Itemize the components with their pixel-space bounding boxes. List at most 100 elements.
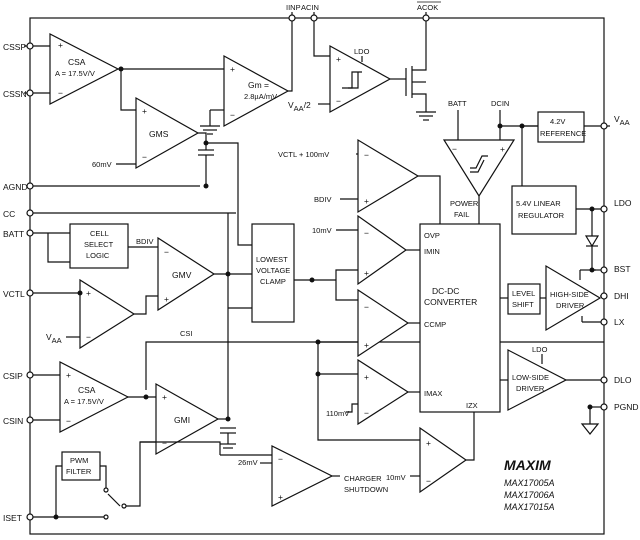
svg-text:−: − xyxy=(364,228,369,238)
label-ldo-lowside: LDO xyxy=(532,345,548,354)
svg-text:+: + xyxy=(58,40,63,50)
svg-text:HIGH-SIDE: HIGH-SIDE xyxy=(550,290,589,299)
svg-text:DRIVER: DRIVER xyxy=(556,301,585,310)
svg-text:−: − xyxy=(66,416,71,426)
svg-text:+: + xyxy=(364,340,369,350)
svg-text:+: + xyxy=(164,294,169,304)
svg-text:+: + xyxy=(162,392,167,402)
pin-acin-label: ACIN xyxy=(301,3,319,12)
lowest-voltage-clamp-block: LOWEST VOLTAGE CLAMP xyxy=(251,223,295,323)
capacitor-gmi xyxy=(220,427,236,449)
ovp-comparator: − + xyxy=(357,138,420,214)
port-ovp: OVP xyxy=(424,231,440,240)
svg-text:+: + xyxy=(230,64,235,74)
svg-text:CONVERTER: CONVERTER xyxy=(424,297,477,307)
imin-comparator: − + xyxy=(357,214,408,286)
csa-bottom-amplifier: + − CSA A = 17.5V/V xyxy=(59,361,130,433)
svg-text:CSA: CSA xyxy=(78,385,96,395)
svg-text:−: − xyxy=(452,144,457,154)
svg-text:+: + xyxy=(66,370,71,380)
dcdc-converter-block: DC-DC CONVERTER OVP IMIN CCMP IMAX IZX xyxy=(419,223,501,413)
capacitor-gms xyxy=(198,149,214,186)
pin-pgnd-label: PGND xyxy=(614,402,639,412)
pin-csin-label: CSIN xyxy=(3,416,23,426)
ccmp-amplifier: − + xyxy=(357,288,410,358)
pgnd-ground xyxy=(580,423,600,435)
csa-top-amplifier: + − CSA A = 17.5V/V xyxy=(49,33,120,105)
svg-text:−: − xyxy=(58,88,63,98)
pin-dhi-label: DHI xyxy=(614,291,629,301)
svg-text:CLAMP: CLAMP xyxy=(260,277,286,286)
charger-shutdown-line1: CHARGER xyxy=(344,474,382,483)
pin-batt-top: BATT xyxy=(448,99,467,136)
svg-text:+: + xyxy=(364,372,369,382)
svg-text:SELECT: SELECT xyxy=(84,240,114,249)
svg-text:LOGIC: LOGIC xyxy=(86,251,110,260)
label-vctl-100mv: VCTL + 100mV xyxy=(278,150,329,159)
gmv-amplifier: − + GMV xyxy=(157,236,216,312)
svg-text:−: − xyxy=(364,302,369,312)
part-number-1: MAX17005A xyxy=(504,478,555,488)
svg-text:LOWEST: LOWEST xyxy=(256,255,288,264)
pin-vaa-right: VAA xyxy=(584,114,630,130)
pin-lx-label: LX xyxy=(614,317,625,327)
gm-top-value: 2.8µA/mV xyxy=(244,92,277,101)
pin-batt-label: BATT xyxy=(3,229,24,239)
svg-text:−: − xyxy=(162,438,167,448)
imax-comparator: + − xyxy=(357,358,410,426)
csa-top-gain: A = 17.5V/V xyxy=(55,69,95,78)
svg-text:DC-DC: DC-DC xyxy=(432,286,459,296)
port-imax: IMAX xyxy=(424,389,442,398)
gm-top-label: Gm = xyxy=(248,80,269,90)
svg-text:4.2V: 4.2V xyxy=(550,117,565,126)
pin-dlo-label: DLO xyxy=(614,375,632,385)
pin-bst-label: BST xyxy=(614,264,631,274)
ic-outline xyxy=(29,17,605,535)
svg-text:−: − xyxy=(86,332,91,342)
pin-cssn-label: CSSN xyxy=(3,89,27,99)
gms-amplifier: + − GMS xyxy=(135,96,200,170)
vaa-left-label: VAA xyxy=(46,332,62,345)
pin-agnd-label: AGND xyxy=(3,182,28,192)
csa-top-title: CSA xyxy=(68,57,86,67)
svg-text:−: − xyxy=(278,454,283,464)
gm-top-amplifier: + − Gm = 2.8µA/mV xyxy=(223,54,290,128)
svg-text:REFERENCE: REFERENCE xyxy=(540,129,586,138)
port-imin: IMIN xyxy=(424,247,440,256)
pin-csin: CSIN xyxy=(3,416,60,426)
pin-iinp-label: IINP xyxy=(286,3,301,12)
svg-text:DRIVER: DRIVER xyxy=(516,384,545,393)
svg-text:−: − xyxy=(364,150,369,160)
svg-text:+: + xyxy=(336,54,341,64)
power-fail-comparator: − + xyxy=(442,139,516,198)
vaa-half-label: VAA/2 xyxy=(288,100,311,113)
label-bdiv2: BDIV xyxy=(314,195,332,204)
pin-vctl: VCTL xyxy=(3,289,80,299)
svg-text:SHIFT: SHIFT xyxy=(512,300,534,309)
charger-shutdown-comparator: − + xyxy=(271,445,334,507)
svg-text:CELL: CELL xyxy=(90,229,109,238)
pin-dlo: DLO xyxy=(566,375,632,385)
label-10mv-a: 10mV xyxy=(312,226,332,235)
pin-csip: CSIP xyxy=(3,371,60,381)
port-izx: IZX xyxy=(466,401,478,410)
svg-text:A = 17.5V/V: A = 17.5V/V xyxy=(64,397,104,406)
svg-text:−: − xyxy=(142,152,147,162)
pwm-filter-block: PWM FILTER xyxy=(61,451,101,481)
acin-comparator: + − xyxy=(329,44,392,114)
gmi-amplifier: + − GMI xyxy=(155,382,220,456)
pin-batt-top-label: BATT xyxy=(448,99,467,108)
label-bdiv: BDIV xyxy=(136,237,154,246)
gmv-label: GMV xyxy=(172,270,192,280)
pin-cssp-label: CSSP xyxy=(3,42,26,52)
svg-text:+: + xyxy=(142,106,147,116)
pin-cssn: CSSN xyxy=(3,89,50,99)
pin-ldo-label: LDO xyxy=(614,198,632,208)
svg-text:+: + xyxy=(278,492,283,502)
cell-select-logic-block: CELL SELECT LOGIC xyxy=(69,223,129,269)
pin-dcin-label: DCIN xyxy=(491,99,509,108)
label-10mv-b: 10mV xyxy=(386,473,406,482)
svg-text:+: + xyxy=(500,144,505,154)
svg-text:REGULATOR: REGULATOR xyxy=(518,211,565,220)
